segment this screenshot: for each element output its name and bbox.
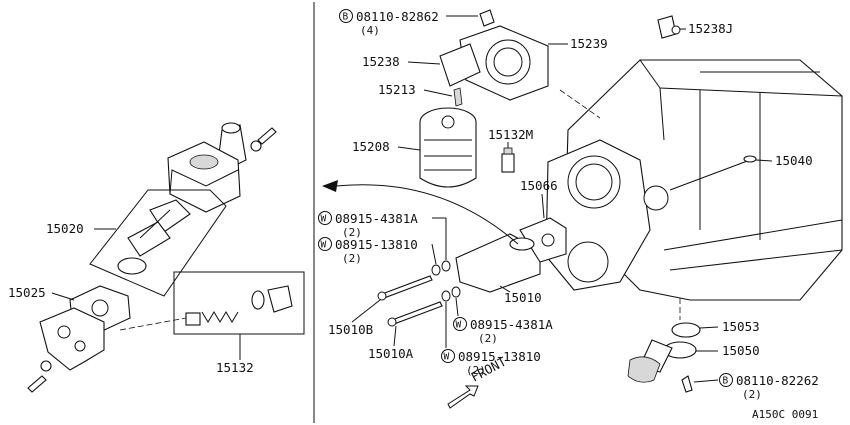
label-washer-a1-qty: (2): [342, 226, 362, 239]
svg-text:W: W: [321, 214, 327, 225]
washer-upper-2: [441, 260, 451, 272]
relief-valve-spring: [201, 311, 239, 323]
oil-pump-assembly: [455, 217, 567, 293]
symbol-b-top: [339, 9, 353, 23]
dipstick-tube: [669, 159, 751, 191]
label-washer-b1: 08915-13810: [335, 237, 418, 252]
label-washer-b2-qty: (2): [466, 364, 486, 377]
relief-valve-washer: [251, 290, 265, 310]
label-washer-a1: 08915-4381A: [335, 211, 418, 226]
label-15010A: 15010A: [368, 346, 414, 361]
label-15238J: 15238J: [688, 21, 733, 36]
label-15066: 15066: [520, 178, 558, 193]
label-15238: 15238: [362, 54, 400, 69]
label-washer-a2: 08915-4381A: [470, 317, 553, 332]
label-washer-b1-qty: (2): [342, 252, 362, 265]
oil-pump-exploded-view: [27, 122, 305, 393]
oil-filter-bracket: [439, 9, 549, 107]
front-cover-plug: [567, 241, 609, 283]
label-15010: 15010: [504, 290, 542, 305]
dipstick-handle: [743, 155, 757, 163]
symbol-b-bottom: [719, 373, 733, 387]
label-washer-b2: 08915-13810: [458, 349, 541, 364]
label-15025: 15025: [8, 285, 46, 300]
engine-block: [545, 59, 843, 320]
pump-lower-housing: [39, 307, 105, 371]
symbol-w-4: [441, 349, 455, 363]
rotor-set-frame: [89, 189, 227, 297]
washer-upper-1: [431, 264, 441, 276]
relief-plug-15132M: [501, 153, 515, 173]
washer-lower-2: [451, 286, 461, 298]
label-bolt-bottom: 08110-82262: [736, 373, 819, 388]
label-15010B: 15010B: [328, 322, 373, 337]
label-15050: 15050: [722, 343, 760, 358]
label-15132: 15132: [216, 360, 254, 375]
pump-bolt: [27, 375, 47, 393]
svg-text:W: W: [321, 240, 327, 251]
pump-bolt-washer: [40, 360, 52, 372]
strainer-bolt: [681, 375, 693, 393]
label-15239: 15239: [570, 36, 608, 51]
label-bolt-top: 08110-82862: [356, 9, 439, 24]
front-direction-arrow: [447, 385, 479, 409]
pump-mount-bolt: [257, 127, 277, 145]
svg-text:B: B: [723, 376, 729, 387]
oil-filter: [419, 107, 477, 188]
label-bolt-top-qty: (4): [360, 24, 380, 37]
strainer-gasket-15053: [671, 322, 701, 338]
label-15132M: 15132M: [488, 127, 533, 142]
relocation-arrow: [335, 184, 519, 245]
symbol-w-3: [453, 317, 467, 331]
symbol-w-2: [318, 237, 332, 251]
svg-text:W: W: [456, 320, 462, 331]
bracket-bolt: [479, 9, 495, 27]
bolt-15010B: [381, 275, 433, 299]
relief-valve-box: [173, 271, 305, 335]
relief-valve-plug: [267, 285, 293, 313]
label-15213: 15213: [378, 82, 416, 97]
label-15208: 15208: [352, 139, 390, 154]
label-15053: 15053: [722, 319, 760, 334]
label-bolt-bottom-qty: (2): [742, 388, 762, 401]
washer-lower-1: [441, 290, 451, 302]
bracket-gasket-15238: [439, 43, 481, 87]
label-15040: 15040: [775, 153, 813, 168]
relocation-arrowhead: [322, 180, 338, 192]
bolt-15010A: [391, 301, 443, 325]
relief-valve-plunger: [185, 312, 201, 326]
stud-15213: [453, 87, 463, 107]
label-washer-a2-qty: (2): [478, 332, 498, 345]
oil-strainer: [627, 322, 701, 393]
svg-text:W: W: [444, 352, 450, 363]
inner-rotor: [117, 257, 147, 275]
label-15020: 15020: [46, 221, 84, 236]
symbol-w-1: [318, 211, 332, 225]
strainer-screen: [627, 356, 661, 383]
drive-shaft-end: [221, 122, 241, 134]
reference-code: A150C 0091: [752, 408, 818, 421]
svg-text:B: B: [343, 12, 349, 23]
